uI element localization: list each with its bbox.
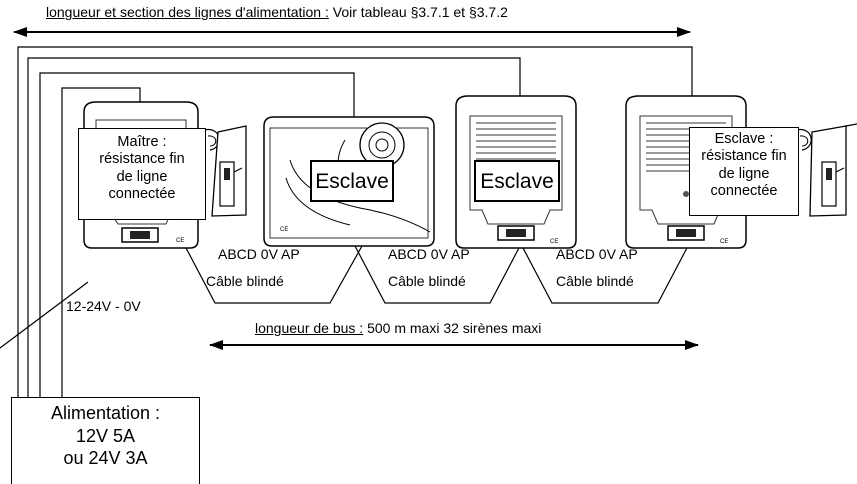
bus-cable-label-2: Câble blindé <box>388 273 466 289</box>
master-note-box: Maître : résistance fin de ligne connect… <box>78 128 206 220</box>
end-slave-note-line-1: Esclave : <box>714 131 774 147</box>
end-slave-note-line-3: de ligne <box>718 165 770 182</box>
power-supply-line-2: 12V 5A <box>75 425 136 446</box>
master-note-line-3: de ligne <box>116 168 168 185</box>
svg-text:CE: CE <box>720 239 728 245</box>
supply-length-label-underlined: longueur et section des lignes d'aliment… <box>46 4 329 20</box>
power-wires <box>17 46 693 398</box>
bus-cable-label-3: Câble blindé <box>556 273 634 289</box>
power-supply-box: Alimentation : 12V 5A ou 24V 3A <box>11 397 200 484</box>
master-note-line-2: résistance fin <box>99 151 185 168</box>
bus-signal-label-2: ABCD 0V AP <box>388 246 470 262</box>
bus-length-label-rest: 500 m maxi 32 sirènes maxi <box>363 320 542 336</box>
bus-signal-label-3: ABCD 0V AP <box>556 246 638 262</box>
master-note-line-4: connectée <box>108 186 176 203</box>
bus-signal-label-1: ABCD 0V AP <box>218 246 300 262</box>
end-slave-note-box: Esclave : résistance fin de ligne connec… <box>689 127 799 216</box>
wire-bundle-tick <box>0 281 89 349</box>
end-slave-note-line-2: résistance fin <box>701 148 787 165</box>
supply-length-label: longueur et section des lignes d'aliment… <box>46 4 508 20</box>
bus-cable-label-1: Câble blindé <box>206 273 284 289</box>
power-supply-line-3: ou 24V 3A <box>63 448 148 468</box>
slave-label-2: Esclave <box>474 160 560 202</box>
bus-length-label-underlined: longueur de bus : <box>255 320 364 336</box>
end-slave-note-line-4: connectée <box>710 183 778 200</box>
bus-length-label: longueur de bus : 500 m maxi 32 sirènes … <box>255 320 541 336</box>
bus-cables <box>184 245 689 304</box>
svg-text:CE: CE <box>176 238 184 244</box>
svg-text:CE: CE <box>280 227 288 233</box>
power-supply-line-1: Alimentation : <box>50 403 161 423</box>
svg-text:CE: CE <box>550 239 558 245</box>
slave-label-1: Esclave <box>310 160 394 202</box>
master-note-line-1: Maître : <box>117 134 167 150</box>
supply-length-label-rest: Voir tableau §3.7.1 et §3.7.2 <box>328 4 508 20</box>
power-voltage-label: 12-24V - 0V <box>66 298 141 314</box>
